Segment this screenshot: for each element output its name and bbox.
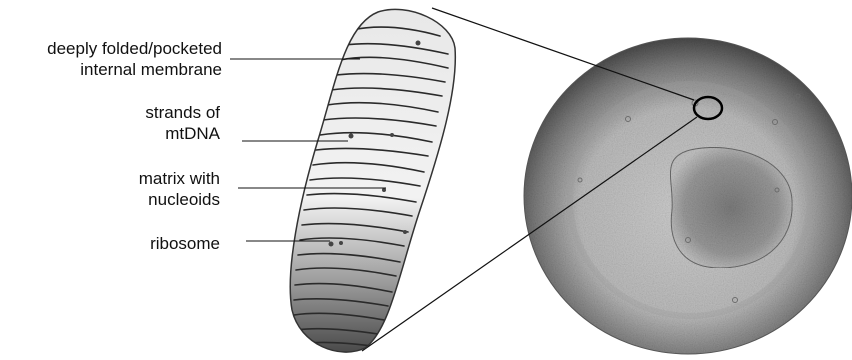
label-internal-membrane: deeply folded/pocketed internal membrane <box>47 38 222 80</box>
label-internal-membrane-line1: deeply folded/pocketed <box>47 38 222 59</box>
label-mtdna-line2: mtDNA <box>145 123 220 144</box>
label-ribosome: ribosome <box>150 233 220 254</box>
label-matrix-line1: matrix with <box>139 168 220 189</box>
label-matrix-line2: nucleoids <box>139 189 220 210</box>
label-ribosome-line1: ribosome <box>150 233 220 254</box>
label-matrix: matrix with nucleoids <box>139 168 220 210</box>
mitochondrion <box>290 9 455 352</box>
label-mtdna: strands of mtDNA <box>145 102 220 144</box>
label-mtdna-line1: strands of <box>145 102 220 123</box>
label-internal-membrane-line2: internal membrane <box>47 59 222 80</box>
